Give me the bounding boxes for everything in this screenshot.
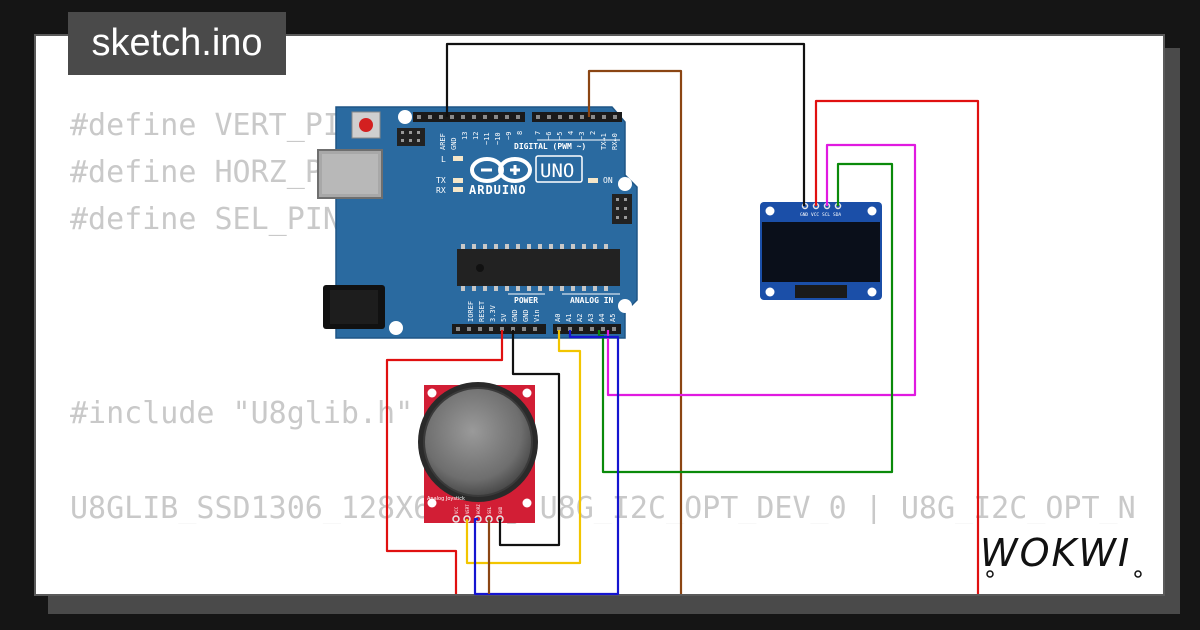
wire-a5-to-oled-scl[interactable] [606, 143, 917, 397]
oled-pin-vcc: VCC [811, 212, 819, 218]
joystick-pin-sel: SEL [487, 506, 492, 514]
arduino-brand: ARDUINO [469, 183, 527, 197]
led-l-label: L [441, 155, 446, 164]
pin-label-tx1: TX→1 [600, 133, 608, 150]
analog-in-label: ANALOG IN [570, 296, 614, 305]
wire-5v-to-oled-vcc[interactable] [814, 99, 980, 594]
icsp-header-right [612, 194, 632, 224]
pin-label-13: 13 [461, 132, 469, 140]
wire-gnd-to-joystick-gnd[interactable] [498, 330, 561, 547]
pin-label-rx0: RX←0 [611, 133, 619, 150]
joystick-pin-vert: VERT [465, 504, 470, 514]
wokwi-logo-text: WOKWI [980, 531, 1131, 575]
led-tx-label: TX [436, 176, 446, 185]
pin-label-gnd2: GND [522, 309, 530, 322]
pin-label-a5: A5 [609, 314, 617, 322]
power-jack [323, 285, 385, 329]
analog-header [553, 324, 621, 334]
pin-label-ioref: IOREF [467, 301, 475, 322]
pin-label-11: ~11 [483, 132, 491, 145]
pin-label-10: ~10 [494, 132, 502, 145]
digital-header-left [413, 112, 525, 122]
pin-label-gnd: GND [450, 137, 458, 150]
joystick-label: Analog Joystick [427, 496, 465, 502]
atmega-chip [457, 244, 620, 291]
usb-connector [317, 149, 383, 199]
pin-label-8: 8 [516, 131, 524, 135]
pin-label-a1: A1 [565, 314, 573, 322]
pin-label-reset: RESET [478, 300, 486, 322]
sketch-title: sketch.ino [68, 12, 286, 75]
led-rx [453, 187, 463, 192]
icsp-header-top [397, 128, 425, 146]
wire-a1-to-joystick-horz[interactable] [473, 330, 620, 596]
pin-label-vin: Vin [533, 309, 541, 322]
digital-header-right [532, 112, 622, 122]
pin-label-aref: AREF [439, 133, 447, 150]
arduino-logo [470, 157, 532, 183]
uno-label: UNO [540, 160, 574, 182]
pin-label-gnd1: GND [511, 309, 519, 322]
pin-label-4: 4 [567, 131, 575, 135]
wire-5v-to-joystick-vcc[interactable] [385, 330, 504, 594]
pin-label-9: ~9 [505, 132, 513, 140]
oled-pin-gnd: GND [800, 212, 808, 218]
led-on [588, 178, 598, 183]
oled-display-ssd1306[interactable]: GND VCC SCL SDA [760, 202, 882, 300]
pin-label-5v: 5V [500, 313, 508, 322]
joystick-pin-horz: HORZ [476, 504, 481, 514]
oled-screen [762, 222, 880, 282]
pin-label-a4: A4 [598, 314, 606, 322]
digital-label: DIGITAL (PWM ~) [514, 142, 586, 151]
pin-label-6: ~6 [545, 132, 553, 140]
pin-label-2: 2 [589, 131, 597, 135]
led-tx [453, 178, 463, 183]
led-l [453, 156, 463, 161]
pin-label-7: 7 [534, 131, 542, 135]
power-header [452, 324, 546, 334]
wire-gnd-to-oled-gnd[interactable] [445, 42, 806, 206]
power-label: POWER [514, 296, 538, 305]
pin-label-3: ~3 [578, 132, 586, 140]
led-rx-label: RX [436, 186, 446, 195]
joystick-pin-vcc: VCC [454, 506, 459, 514]
pin-label-a0: A0 [554, 314, 562, 322]
code-line-include: #include "U8glib.h" [70, 396, 414, 431]
arduino-uno-board[interactable]: AREF GND 13 12 ~11 ~10 ~9 8 7 ~6 ~5 4 ~3… [317, 106, 638, 339]
wire-a0-to-joystick-vert[interactable] [465, 330, 582, 565]
joystick-knob[interactable] [424, 388, 532, 496]
on-label: ON [603, 176, 613, 185]
pin-label-3v3: 3.3V [489, 304, 497, 322]
analog-joystick[interactable]: Analog Joystick VCC VERT HORZ SEL GND [418, 382, 538, 523]
pin-label-5: ~5 [556, 132, 564, 140]
joystick-pin-gnd: GND [498, 506, 503, 514]
code-line-sel: #define SEL_PIN 2 [70, 202, 378, 237]
pin-label-a2: A2 [576, 314, 584, 322]
pin-label-a3: A3 [587, 314, 595, 322]
oled-pin-sda: SDA [833, 212, 841, 218]
reset-button[interactable] [351, 111, 381, 139]
oled-pin-scl: SCL [822, 212, 830, 218]
pin-label-12: 12 [472, 132, 480, 140]
wire-pin2-to-sel[interactable] [587, 69, 683, 594]
wokwi-logo: WOKWI [980, 531, 1142, 578]
